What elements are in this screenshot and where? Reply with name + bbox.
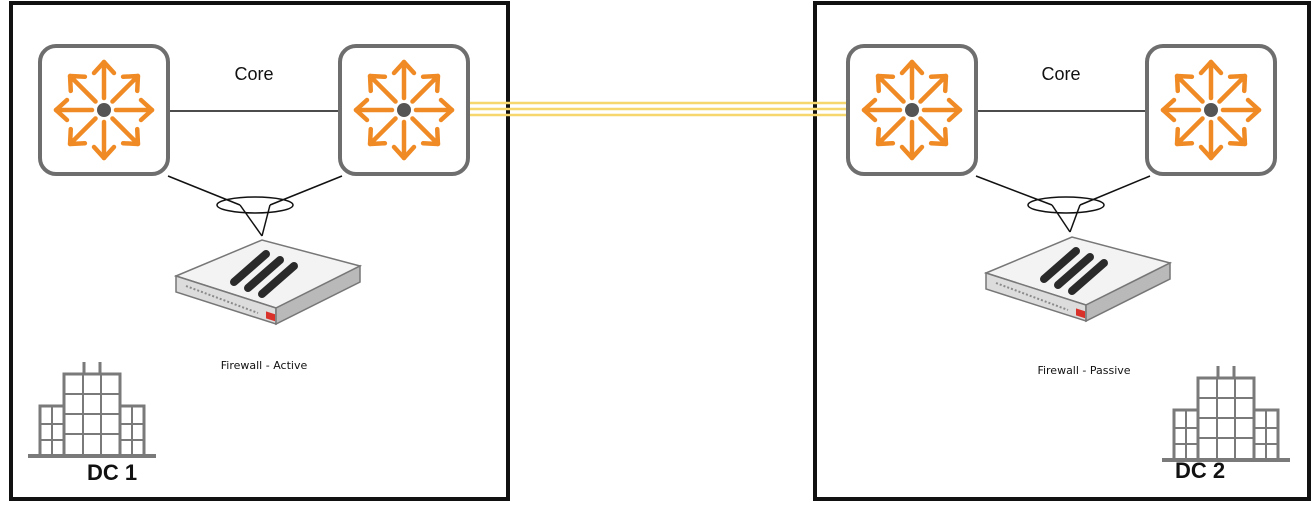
dc2-links [975,110,1151,233]
router-arrows-icon [340,46,468,174]
firewall-appliance-icon [986,237,1170,321]
dc1-links [167,110,343,237]
building-icon [26,360,158,458]
dc1-core-label: Core [234,64,273,84]
dc1-firewall-label: Firewall - Active [221,359,308,372]
dc2-firewall-label: Firewall - Passive [1037,364,1130,377]
dc2-boundary [813,1,1311,501]
router-arrows-icon [848,46,976,174]
building-icon [1160,364,1292,462]
dc1-boundary [9,1,510,501]
dc2-name: DC 2 [1175,458,1225,483]
router-arrows-icon [40,46,168,174]
dc2-core-label: Core [1041,64,1080,84]
inter-dc-link [468,101,848,117]
dc1-name: DC 1 [87,460,137,485]
router-arrows-icon [1147,46,1275,174]
firewall-appliance-icon [176,240,360,324]
